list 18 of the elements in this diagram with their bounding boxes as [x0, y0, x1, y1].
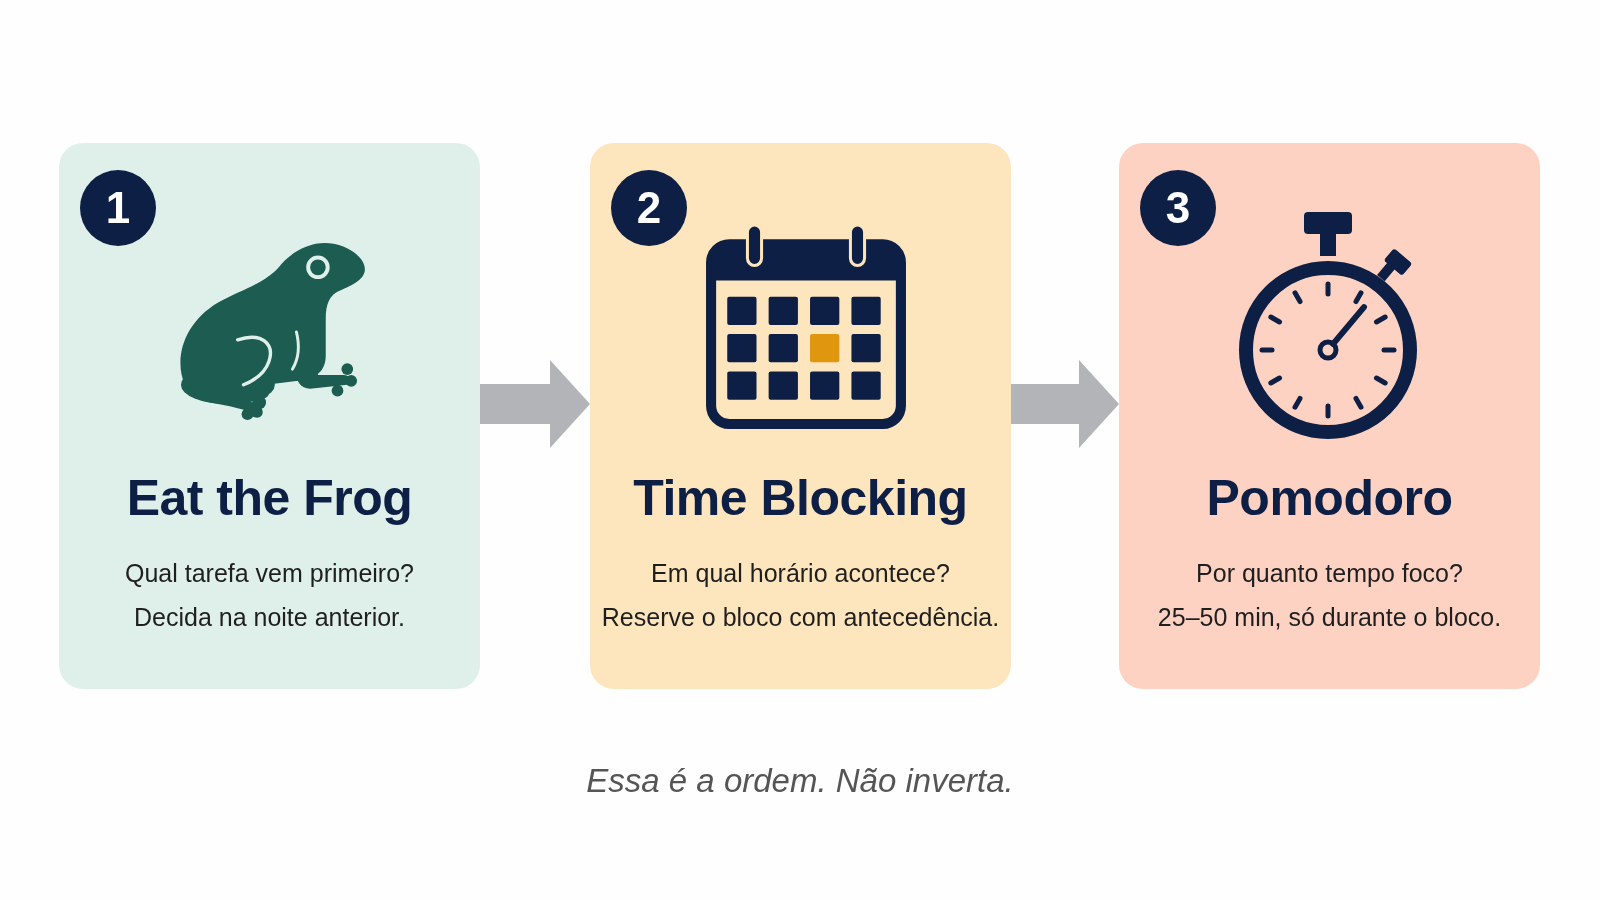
step-number: 3 [1140, 170, 1216, 246]
step-title: Time Blocking [633, 469, 968, 528]
arrow [480, 360, 590, 448]
step-question: Qual tarefa vem primeiro? [125, 558, 414, 588]
step-note: 25–50 min, só durante o bloco. [1157, 602, 1502, 632]
step-card [590, 143, 1011, 689]
step-note: Reserve o bloco com antecedência. [601, 602, 1000, 632]
step-number: 1 [80, 170, 156, 246]
step-card [1119, 143, 1540, 689]
step-question: Em qual horário acontece? [651, 558, 950, 588]
step-title: Eat the Frog [126, 469, 413, 528]
step-note: Decida na noite anterior. [134, 602, 405, 632]
step-number: 2 [611, 170, 687, 246]
step-card [59, 143, 480, 689]
caption: Essa é a ordem. Não inverta. [586, 761, 1014, 801]
step-question: Por quanto tempo foco? [1196, 558, 1463, 588]
step-title: Pomodoro [1206, 469, 1453, 528]
arrow [1011, 360, 1119, 448]
